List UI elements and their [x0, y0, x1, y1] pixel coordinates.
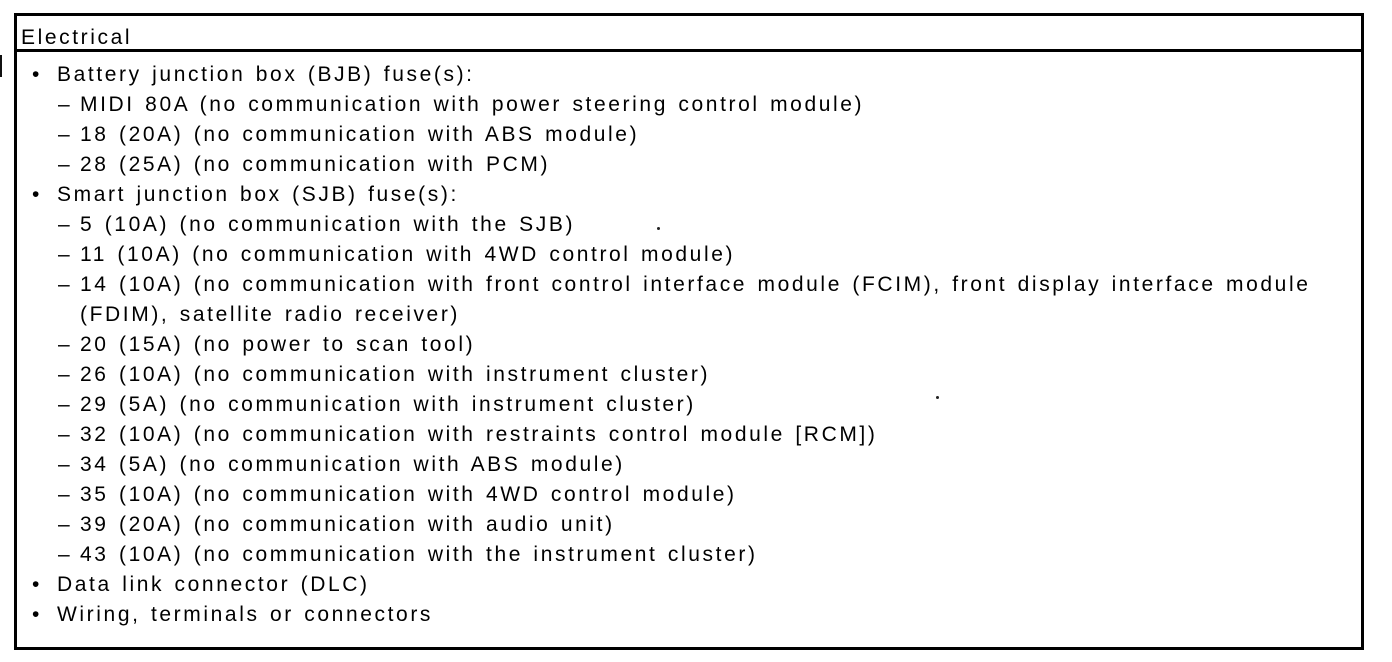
- fault-detail-line: –34 (5A) (no communication with ABS modu…: [58, 450, 1347, 480]
- fault-detail-label: 32 (10A) (no communication with restrain…: [80, 423, 878, 446]
- bullet-icon: •: [32, 63, 40, 86]
- fault-detail-row: –34 (5A) (no communication with ABS modu…: [58, 450, 1347, 480]
- fault-detail-row: –35 (10A) (no communication with 4WD con…: [58, 480, 1347, 510]
- dash-icon: –: [58, 513, 70, 536]
- fault-detail-row: –MIDI 80A (no communication with power s…: [58, 90, 1347, 120]
- fault-category-line: • Battery junction box (BJB) fuse(s):: [32, 60, 1347, 90]
- fault-detail-line: –26 (10A) (no communication with instrum…: [58, 360, 1347, 390]
- fault-detail-label: 35 (10A) (no communication with 4WD cont…: [80, 483, 737, 506]
- dash-icon: –: [58, 543, 70, 566]
- fault-detail-row: –18 (20A) (no communication with ABS mod…: [58, 120, 1347, 150]
- fault-detail-label: 34 (5A) (no communication with ABS modul…: [80, 453, 625, 476]
- fault-category-row: • Data link connector (DLC): [32, 570, 1347, 600]
- fault-detail-label: 18 (20A) (no communication with ABS modu…: [80, 123, 640, 146]
- fault-detail-label: 5 (10A) (no communication with the SJB): [80, 213, 576, 236]
- dash-icon: –: [58, 93, 70, 116]
- fault-category-label: Smart junction box (SJB) fuse(s):: [57, 183, 459, 206]
- fault-detail-line: –11 (10A) (no communication with 4WD con…: [58, 240, 1347, 270]
- fault-detail-row: –32 (10A) (no communication with restrai…: [58, 420, 1347, 450]
- dash-icon: –: [58, 153, 70, 176]
- dash-icon: –: [58, 273, 70, 296]
- fault-detail-line: –32 (10A) (no communication with restrai…: [58, 420, 1347, 450]
- fault-detail-list: –5 (10A) (no communication with the SJB)…: [58, 210, 1347, 570]
- fault-detail-row: –29 (5A) (no communication with instrume…: [58, 390, 1347, 420]
- fault-category-line: • Wiring, terminals or connectors: [32, 600, 1347, 630]
- dash-icon: –: [58, 213, 70, 236]
- fault-detail-row: –14 (10A) (no communication with front c…: [58, 270, 1347, 330]
- fault-detail-row: –11 (10A) (no communication with 4WD con…: [58, 240, 1347, 270]
- fault-detail-label: 20 (15A) (no power to scan tool): [80, 333, 476, 356]
- fault-category-line: • Data link connector (DLC): [32, 570, 1347, 600]
- bullet-icon: •: [32, 573, 40, 596]
- fault-detail-row: –20 (15A) (no power to scan tool): [58, 330, 1347, 360]
- fault-detail-label: 29 (5A) (no communication with instrumen…: [80, 393, 696, 416]
- fault-detail-line: –29 (5A) (no communication with instrume…: [58, 390, 1347, 420]
- fault-category-line: • Smart junction box (SJB) fuse(s):: [32, 180, 1347, 210]
- fault-detail-label: 43 (10A) (no communication with the inst…: [80, 543, 758, 566]
- fault-detail-label: 26 (10A) (no communication with instrume…: [80, 363, 711, 386]
- dash-icon: –: [58, 393, 70, 416]
- fault-detail-line: –43 (10A) (no communication with the ins…: [58, 540, 1347, 570]
- fault-detail-label: MIDI 80A (no communication with power st…: [80, 93, 865, 116]
- fault-category-row: •Smart junction box (SJB) fuse(s):–5 (10…: [32, 180, 1347, 570]
- bullet-icon: •: [32, 603, 40, 626]
- dash-icon: –: [58, 483, 70, 506]
- fault-detail-label: 39 (20A) (no communication with audio un…: [80, 513, 615, 536]
- scan-artifact: [936, 396, 939, 399]
- dash-icon: –: [58, 333, 70, 356]
- fault-detail-row: –5 (10A) (no communication with the SJB): [58, 210, 1347, 240]
- dash-icon: –: [58, 423, 70, 446]
- fault-detail-line: –5 (10A) (no communication with the SJB): [58, 210, 1347, 240]
- fault-category-label: Wiring, terminals or connectors: [57, 603, 434, 626]
- fault-category-row: •Battery junction box (BJB) fuse(s):–MID…: [32, 60, 1347, 180]
- fault-detail-line: –MIDI 80A (no communication with power s…: [58, 90, 1347, 120]
- fault-detail-row: –39 (20A) (no communication with audio u…: [58, 510, 1347, 540]
- fault-detail-label: 28 (25A) (no communication with PCM): [80, 153, 551, 176]
- fault-detail-row: –26 (10A) (no communication with instrum…: [58, 360, 1347, 390]
- dash-icon: –: [58, 363, 70, 386]
- fault-detail-line: –20 (15A) (no power to scan tool): [58, 330, 1347, 360]
- electrical-fault-table: Electrical • Battery junction box (BJB) f…: [14, 13, 1364, 650]
- fault-detail-row: –28 (25A) (no communication with PCM): [58, 150, 1347, 180]
- scan-artifact: [657, 227, 660, 230]
- fault-detail-label: 14 (10A) (no communication with front co…: [80, 273, 1311, 326]
- table-body: •Battery junction box (BJB) fuse(s):–MID…: [17, 52, 1361, 630]
- fault-detail-line: –28 (25A) (no communication with PCM): [58, 150, 1347, 180]
- fault-detail-list: –MIDI 80A (no communication with power s…: [58, 90, 1347, 180]
- table-header: Electrical: [17, 16, 1361, 52]
- fault-detail-line: –35 (10A) (no communication with 4WD con…: [58, 480, 1347, 510]
- dash-icon: –: [58, 453, 70, 476]
- scan-artifact: [0, 55, 2, 77]
- fault-detail-line: –18 (20A) (no communication with ABS mod…: [58, 120, 1347, 150]
- fault-detail-row: –43 (10A) (no communication with the ins…: [58, 540, 1347, 570]
- table-title: Electrical: [21, 26, 133, 49]
- fault-category-label: Battery junction box (BJB) fuse(s):: [57, 63, 475, 86]
- dash-icon: –: [58, 123, 70, 146]
- fault-detail-label: 11 (10A) (no communication with 4WD cont…: [80, 243, 736, 266]
- dash-icon: –: [58, 243, 70, 266]
- fault-detail-line: –14 (10A) (no communication with front c…: [58, 270, 1347, 330]
- fault-category-label: Data link connector (DLC): [57, 573, 370, 596]
- fault-list: •Battery junction box (BJB) fuse(s):–MID…: [32, 60, 1347, 630]
- fault-category-row: • Wiring, terminals or connectors: [32, 600, 1347, 630]
- fault-detail-line: –39 (20A) (no communication with audio u…: [58, 510, 1347, 540]
- bullet-icon: •: [32, 183, 40, 206]
